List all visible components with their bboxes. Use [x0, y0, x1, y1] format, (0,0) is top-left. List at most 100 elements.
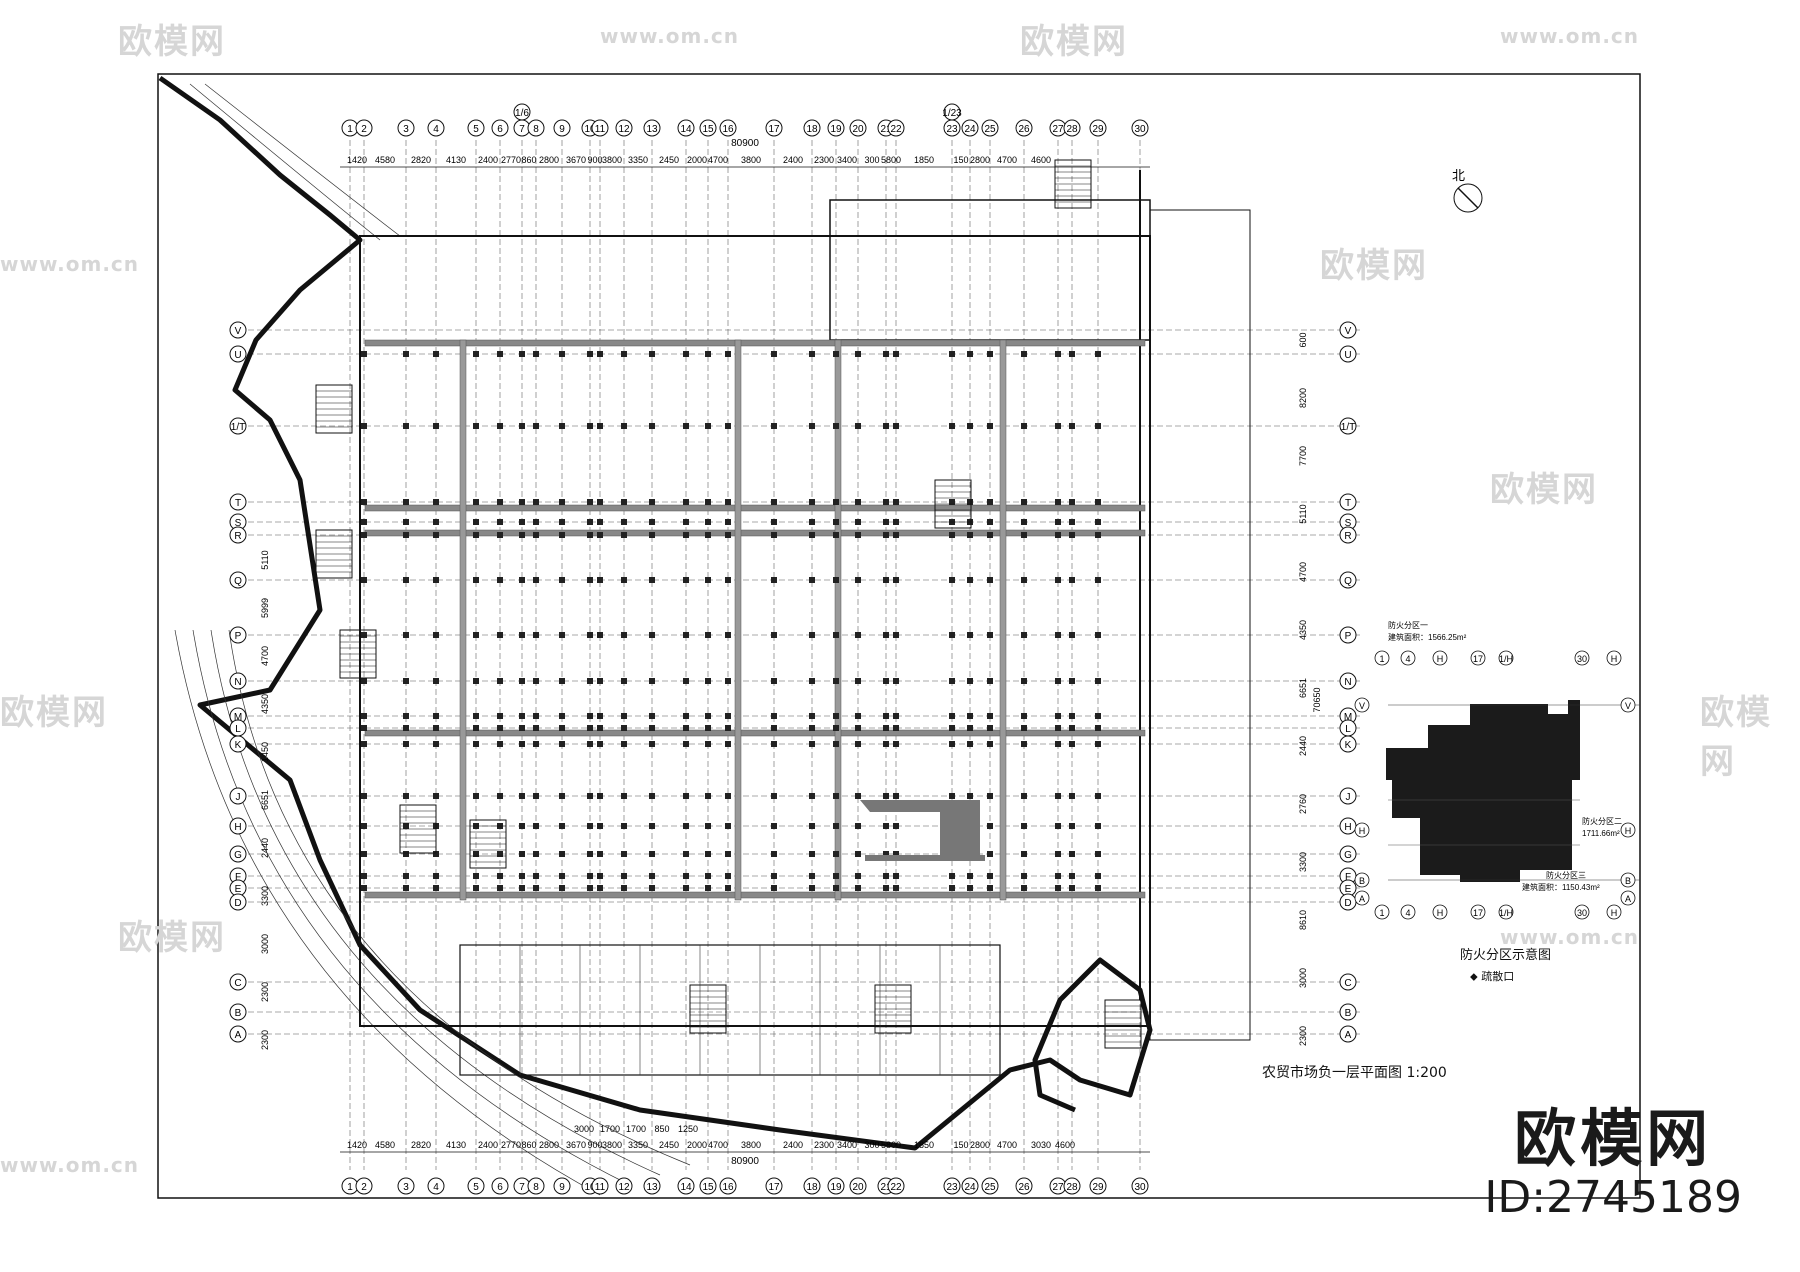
top-dim-value: 900 — [587, 155, 602, 165]
wall-band — [999, 339, 1007, 901]
fz-axis-side-label: H — [1359, 826, 1366, 836]
column-mark — [519, 519, 525, 525]
column-mark — [1021, 823, 1027, 829]
bottom-dim-value: 3030 — [1031, 1140, 1051, 1150]
bottom-sub-dim: 1700 — [626, 1124, 646, 1134]
top-dim-value: 4700 — [708, 155, 728, 165]
column-mark — [949, 793, 955, 799]
column-mark — [1069, 725, 1075, 731]
column-mark — [987, 741, 993, 747]
axis-bottom-label: 13 — [646, 1182, 658, 1193]
axis-top-circle — [1131, 119, 1149, 137]
column-mark — [967, 873, 973, 879]
top-dim-value: 150 — [953, 155, 968, 165]
fz-axis-top-label: H — [1611, 654, 1618, 664]
axis-right-circle — [1339, 493, 1357, 511]
column-mark — [705, 499, 711, 505]
axis-right-circle — [1339, 973, 1357, 991]
bottom-dim-value: 5800 — [881, 1140, 901, 1150]
column-mark — [987, 532, 993, 538]
axis-top-label: 20 — [852, 124, 864, 135]
axis-left-label: K — [235, 740, 242, 751]
column-mark — [771, 577, 777, 583]
column-mark — [893, 793, 899, 799]
fz-axis-bottom-label: 17 — [1473, 908, 1483, 918]
axis-right-label: E — [1345, 884, 1352, 895]
column-mark — [403, 577, 409, 583]
column-mark — [403, 499, 409, 505]
axis-bottom-label: 3 — [403, 1182, 409, 1193]
column-mark — [883, 885, 889, 891]
column-mark — [519, 793, 525, 799]
axis-left-circle — [229, 1025, 247, 1043]
zone2-area: 1711.66m² — [1582, 829, 1620, 838]
column-mark — [361, 885, 367, 891]
axis-left-circle — [229, 735, 247, 753]
column-mark — [1055, 678, 1061, 684]
column-mark — [683, 873, 689, 879]
column-mark — [649, 532, 655, 538]
column-mark — [1021, 423, 1027, 429]
plan-scale: 1:200 — [1406, 1065, 1447, 1081]
axis-bottom-label: 28 — [1066, 1182, 1078, 1193]
column-mark — [497, 351, 503, 357]
column-mark — [1095, 678, 1101, 684]
left-dim-value: 2440 — [260, 838, 270, 858]
column-mark — [403, 741, 409, 747]
axis-right-circle — [1339, 526, 1357, 544]
axis-bottom-label: 2 — [361, 1182, 367, 1193]
fire-zone-shape — [1386, 700, 1580, 882]
column-mark — [683, 885, 689, 891]
column-mark — [559, 423, 565, 429]
column-mark — [683, 499, 689, 505]
fz-axis-side-circle — [1354, 872, 1370, 888]
column-mark — [519, 713, 525, 719]
column-mark — [683, 423, 689, 429]
column-mark — [473, 351, 479, 357]
column-mark — [433, 577, 439, 583]
axis-top-label: 28 — [1066, 124, 1078, 135]
column-mark — [433, 873, 439, 879]
column-mark — [855, 793, 861, 799]
north-arrow-icon — [1457, 187, 1479, 209]
column-mark — [809, 725, 815, 731]
axis-top-circle — [981, 119, 999, 137]
top-dim-value: 3670 — [566, 155, 586, 165]
column-mark — [473, 793, 479, 799]
column-mark — [949, 713, 955, 719]
column-mark — [1095, 632, 1101, 638]
axis-left-circle — [229, 845, 247, 863]
column-mark — [649, 741, 655, 747]
axis-bottom-circle — [397, 1177, 415, 1195]
zone3-area: 建筑面积：1150.43m² — [1522, 882, 1600, 892]
axis-right-circle — [1339, 735, 1357, 753]
axis-top-label: 1 — [347, 124, 353, 135]
column-mark — [683, 725, 689, 731]
column-mark — [497, 741, 503, 747]
column-mark — [809, 823, 815, 829]
column-mark — [683, 741, 689, 747]
axis-bottom-circle — [1063, 1177, 1081, 1195]
model-id: ID:2745189 — [1484, 1172, 1742, 1223]
axis-bottom-label: 11 — [595, 1182, 606, 1193]
fire-zone-title: 防火分区示意图 — [1460, 948, 1552, 963]
column-mark — [621, 741, 627, 747]
column-mark — [497, 577, 503, 583]
column-mark — [987, 885, 993, 891]
column-mark — [833, 885, 839, 891]
axis-left-circle — [229, 787, 247, 805]
south-wing-outline — [459, 944, 1001, 1076]
fz-axis-bottom-label: 1 — [1379, 908, 1384, 918]
axis-bottom-label: 26 — [1018, 1182, 1030, 1193]
axis-left-label: M — [234, 712, 242, 723]
column-mark — [949, 678, 955, 684]
axis-top-circle — [887, 119, 905, 137]
axis-top-label: 2 — [361, 124, 367, 135]
column-mark — [725, 532, 731, 538]
north-label: 北 — [1452, 169, 1465, 184]
column-mark — [967, 713, 973, 719]
axis-left-label: G — [234, 850, 242, 861]
fz-axis-bottom-label: 1/H — [1499, 908, 1513, 918]
axis-bottom-circle — [527, 1177, 545, 1195]
column-mark — [809, 577, 815, 583]
